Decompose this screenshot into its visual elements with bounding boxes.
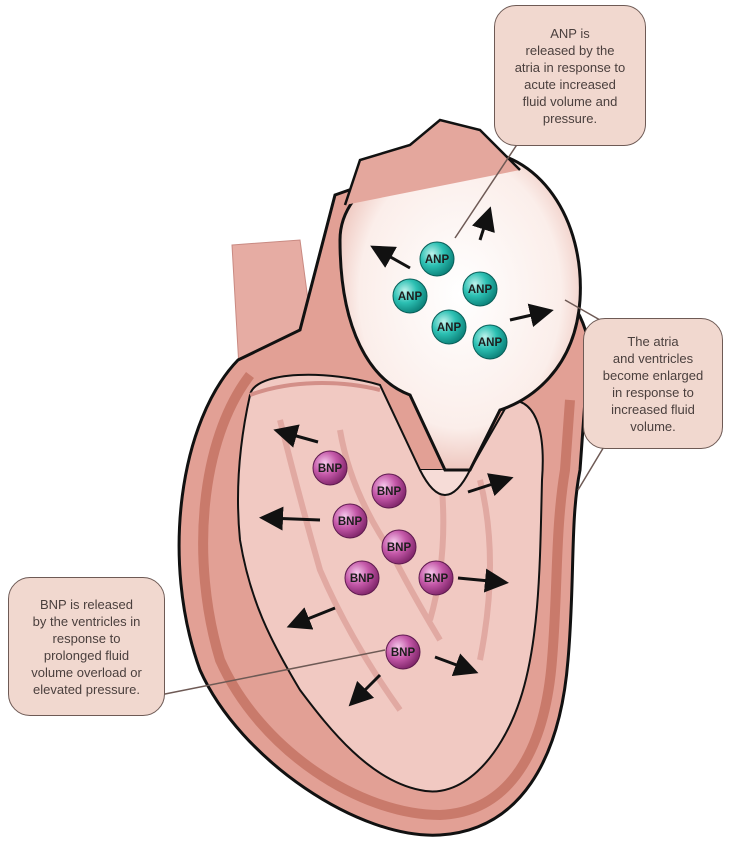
bnp-molecule: BNP bbox=[312, 450, 348, 486]
svg-text:BNP: BNP bbox=[338, 516, 363, 528]
anp-callout: ANP is released by the atria in response… bbox=[494, 5, 646, 146]
bnp-molecule: BNP bbox=[381, 529, 417, 565]
bnp-molecule: BNP bbox=[418, 560, 454, 596]
svg-text:ANP: ANP bbox=[468, 284, 493, 296]
arrows bbox=[259, 206, 554, 707]
anp-molecule: ANP bbox=[462, 271, 498, 307]
arrow-icon bbox=[434, 653, 479, 677]
arrow-icon bbox=[259, 506, 321, 531]
enlarged-leader-line bbox=[564, 299, 606, 491]
bnp-molecule: BNP bbox=[371, 473, 407, 509]
svg-text:ANP: ANP bbox=[478, 337, 503, 349]
svg-text:ANP: ANP bbox=[398, 291, 423, 303]
svg-text:ANP: ANP bbox=[437, 322, 462, 334]
arrow-icon bbox=[273, 424, 319, 448]
callout-line: in response to bbox=[612, 384, 694, 400]
callout-line: volume overload or bbox=[31, 664, 142, 680]
arrow-icon bbox=[370, 245, 411, 270]
callout-line: by the ventricles in bbox=[32, 613, 141, 629]
enlarged-callout: The atria and ventricles become enlarged… bbox=[583, 318, 723, 449]
callout-line: ANP is bbox=[550, 25, 590, 41]
arrow-icon bbox=[509, 303, 554, 328]
callout-line: become enlarged bbox=[602, 367, 704, 383]
arrow-icon bbox=[457, 568, 509, 593]
svg-text:ANP: ANP bbox=[425, 254, 450, 266]
arrow-icon bbox=[286, 606, 336, 630]
callout-line: fluid volume and bbox=[522, 93, 618, 109]
callout-line: elevated pressure. bbox=[33, 681, 140, 697]
callout-line: and ventricles bbox=[612, 350, 694, 366]
anp-molecule: ANP bbox=[392, 278, 428, 314]
svg-text:BNP: BNP bbox=[318, 463, 343, 475]
anp-molecule: ANP bbox=[472, 324, 508, 360]
callout-line: increased fluid bbox=[611, 401, 695, 417]
arrow-icon bbox=[471, 206, 495, 241]
callout-line: The atria bbox=[627, 333, 679, 349]
callout-line: BNP is released bbox=[40, 596, 133, 612]
bnp-molecule: BNP bbox=[385, 634, 421, 670]
arrow-icon bbox=[467, 473, 514, 497]
bnp-molecule: BNP bbox=[332, 503, 368, 539]
anp-molecule: ANP bbox=[419, 241, 455, 277]
callout-line: volume. bbox=[630, 418, 676, 434]
callout-line: released by the bbox=[525, 42, 615, 58]
bnp-leader-line bbox=[159, 649, 386, 696]
bnp-callout: BNP is released by the ventricles in res… bbox=[8, 577, 165, 716]
svg-text:BNP: BNP bbox=[424, 573, 449, 585]
callout-line: acute increased bbox=[524, 76, 616, 92]
callout-line: pressure. bbox=[542, 110, 598, 126]
arrow-icon bbox=[348, 673, 382, 707]
anp-leader-line bbox=[454, 139, 521, 239]
svg-text:BNP: BNP bbox=[350, 573, 375, 585]
callout-line: atria in response to bbox=[514, 59, 626, 75]
svg-text:BNP: BNP bbox=[387, 542, 412, 554]
callout-line: prolonged fluid bbox=[43, 647, 130, 663]
septum bbox=[419, 469, 471, 496]
svg-text:BNP: BNP bbox=[391, 647, 416, 659]
anp-molecule: ANP bbox=[431, 309, 467, 345]
callout-line: response to bbox=[52, 630, 121, 646]
svg-text:BNP: BNP bbox=[377, 486, 402, 498]
bnp-molecule: BNP bbox=[344, 560, 380, 596]
